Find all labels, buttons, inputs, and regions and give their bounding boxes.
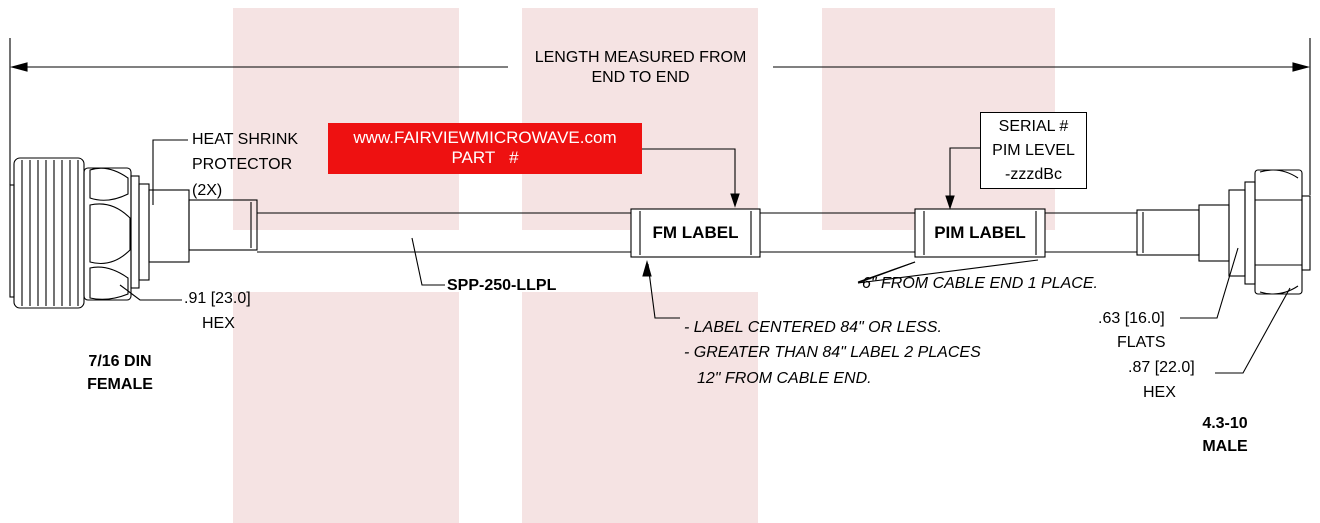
serial-label: SERIAL # xyxy=(998,118,1069,135)
length-label-line1: LENGTH MEASURED FROM xyxy=(534,49,747,66)
watermark-pattern xyxy=(233,8,1055,523)
right-connector-name-line1: 4.3-10 xyxy=(1202,415,1248,432)
left-hex-word: HEX xyxy=(202,315,235,332)
heat-shrink-label-line2: PROTECTOR xyxy=(192,156,293,173)
right-hex-dimension: .87 [22.0] xyxy=(1128,359,1195,376)
cable-body xyxy=(257,208,1137,258)
left-connector-name-line1: 7/16 DIN xyxy=(88,353,152,370)
length-label-line2: END TO END xyxy=(591,69,690,86)
part-number-text: PART # xyxy=(451,148,519,167)
center-note-3: 12" FROM CABLE END. xyxy=(697,370,872,387)
fm-label: FM LABEL xyxy=(652,223,739,242)
leader-lines[interactable] xyxy=(119,139,1291,374)
cable-part-number: SPP-250-LLPL xyxy=(447,277,557,294)
website-part-box: www.FAIRVIEWMICROWAVE.com PART # xyxy=(328,123,642,174)
right-flats-word: FLATS xyxy=(1117,334,1166,351)
heat-shrink-label-line3: (2X) xyxy=(192,182,223,199)
right-hex-word: HEX xyxy=(1143,384,1176,401)
left-hex-dimension: .91 [23.0] xyxy=(184,290,251,307)
pim-level-label: PIM LEVEL xyxy=(992,142,1075,159)
website-text: www.FAIRVIEWMICROWAVE.com xyxy=(353,128,617,147)
right-flats-dimension: .63 [16.0] xyxy=(1098,310,1165,327)
center-note-2: - GREATER THAN 84" LABEL 2 PLACES xyxy=(684,344,981,361)
center-note-1: - LABEL CENTERED 84" OR LESS. xyxy=(684,319,942,336)
right-connector-name-line2: MALE xyxy=(1202,438,1248,455)
right-connector-4-3-10 xyxy=(1136,169,1311,295)
heat-shrink-label-line1: HEAT SHRINK xyxy=(192,131,299,148)
serial-pim-box: SERIAL # PIM LEVEL -zzzdBc xyxy=(980,112,1087,189)
pim-placement-note: 6" FROM CABLE END 1 PLACE. xyxy=(862,275,1098,292)
length-dimension-line xyxy=(9,38,1311,195)
left-connector-7-16-din xyxy=(9,157,258,309)
pim-label: PIM LABEL xyxy=(934,223,1026,242)
left-connector-name-line2: FEMALE xyxy=(87,376,153,393)
pim-level-value: -zzzdBc xyxy=(1005,166,1062,183)
